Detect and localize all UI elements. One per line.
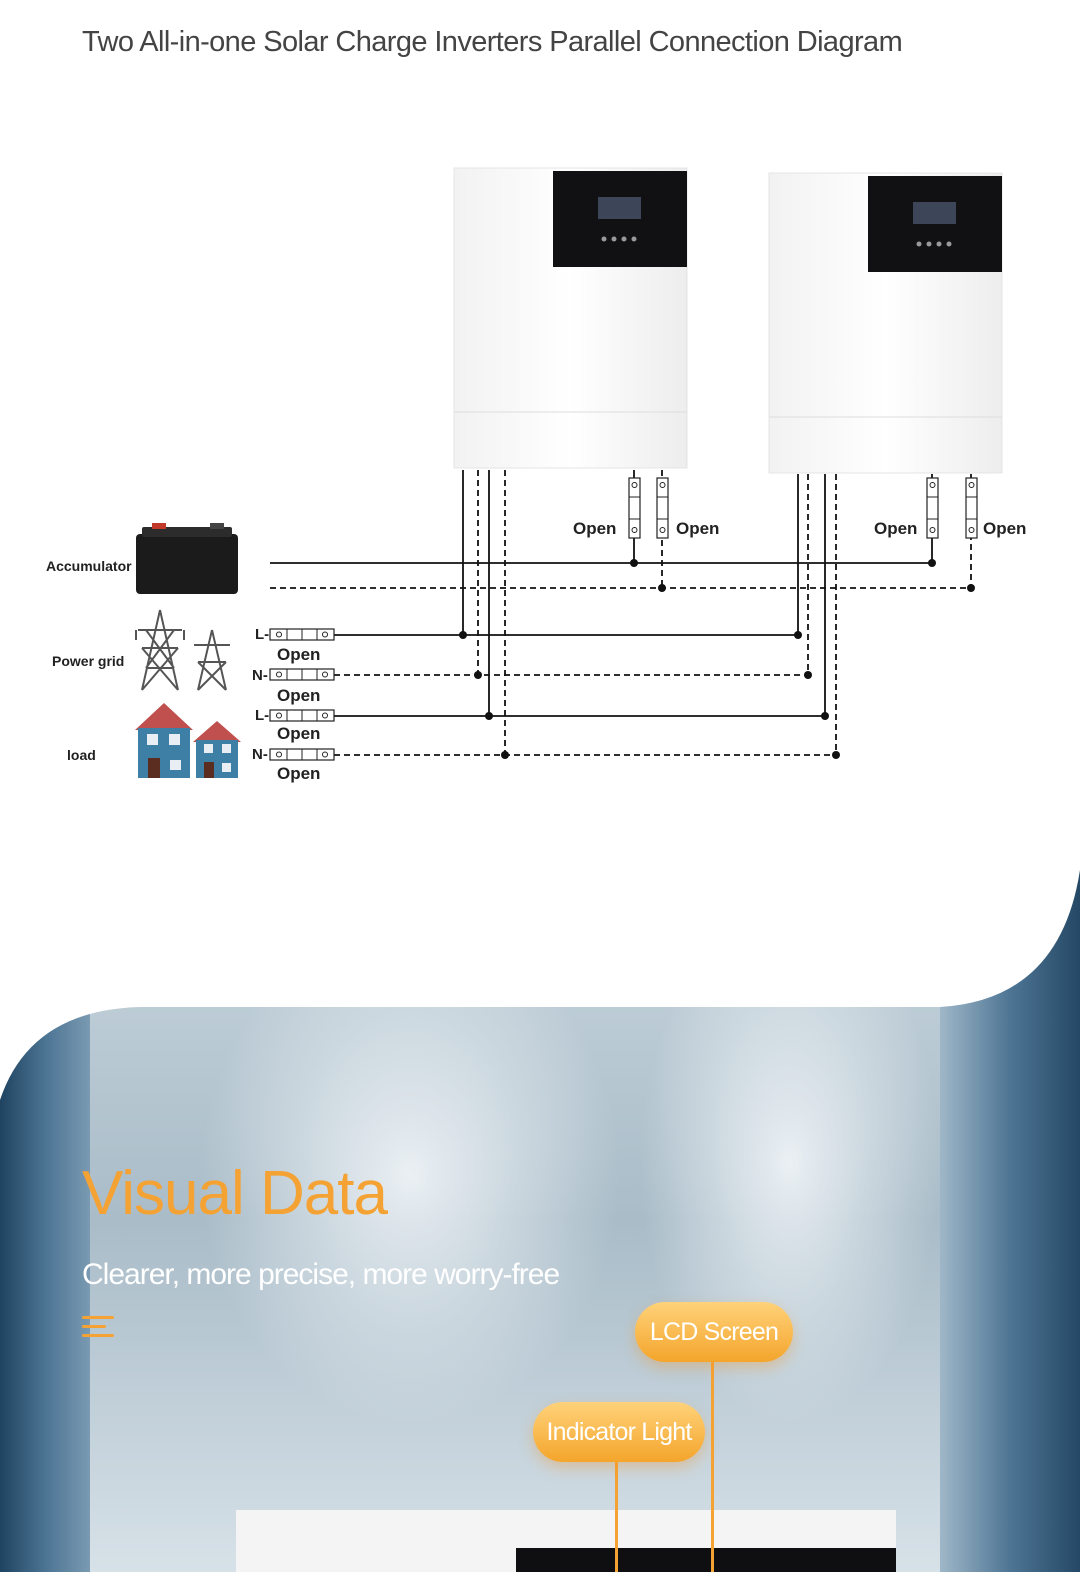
breaker-label-l: L- xyxy=(255,707,270,724)
indicator-light-callout: Indicator Light xyxy=(533,1402,705,1462)
power-tower-icon xyxy=(135,609,230,691)
feature-subline: Clearer, more precise, more worry-free xyxy=(82,1258,560,1291)
open-label: Open xyxy=(874,519,918,538)
open-label: Open xyxy=(277,645,321,664)
lcd-leader-line xyxy=(711,1360,714,1572)
breaker-label-l: L- xyxy=(255,626,270,643)
open-label: Open xyxy=(277,764,321,783)
lcd-screen-callout: LCD Screen xyxy=(635,1302,793,1362)
breaker-label-n: N- xyxy=(252,746,268,763)
power-grid-label: Power grid xyxy=(52,653,125,669)
page-title: Two All-in-one Solar Charge Inverters Pa… xyxy=(82,26,903,58)
breaker-label-n: N- xyxy=(252,667,268,684)
wiring xyxy=(270,470,972,756)
open-label: Open xyxy=(277,724,321,743)
connection-diagram xyxy=(135,167,1003,778)
menu-lines-icon xyxy=(82,1316,114,1340)
inverter-unit-1 xyxy=(453,167,688,469)
junction-dots xyxy=(459,559,975,759)
dc-breakers xyxy=(628,477,978,539)
open-label: Open xyxy=(277,686,321,705)
indicator-leader-line xyxy=(615,1462,618,1572)
accumulator-label: Accumulator xyxy=(46,558,132,574)
feature-background xyxy=(0,870,1080,1572)
inverter-unit-2 xyxy=(768,172,1003,474)
load-label: load xyxy=(67,747,96,763)
feature-headline: Visual Data xyxy=(82,1159,388,1228)
dc-breaker-marks xyxy=(629,482,977,533)
open-label: Open xyxy=(676,519,720,538)
open-label: Open xyxy=(573,519,617,538)
open-label: Open xyxy=(983,519,1027,538)
house-icon xyxy=(135,703,241,778)
battery-icon xyxy=(136,523,238,594)
